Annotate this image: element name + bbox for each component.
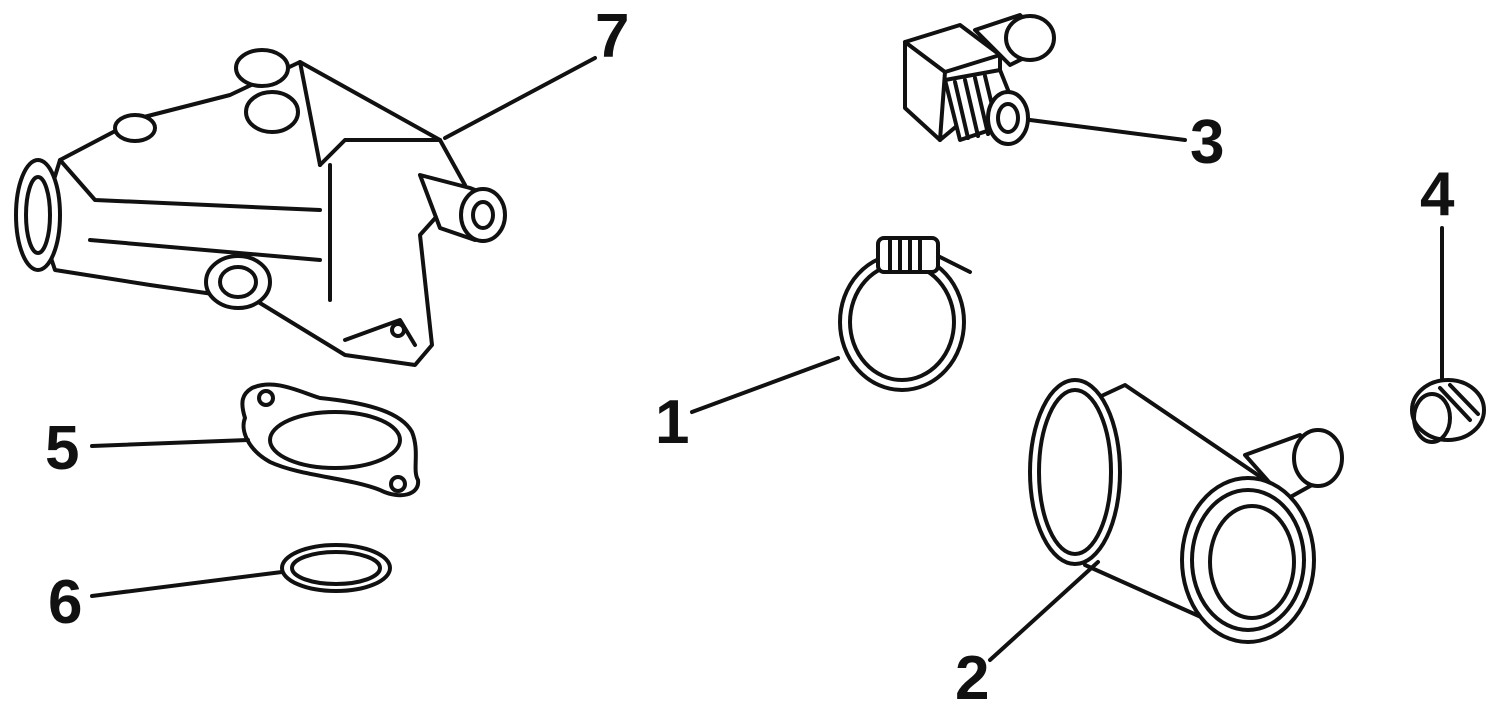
leader-line-7 <box>443 56 597 140</box>
thermostat-housing <box>14 48 507 367</box>
o-ring <box>280 543 392 593</box>
gasket <box>240 382 421 498</box>
callout-6: 6 <box>48 568 83 637</box>
callout-2: 2 <box>955 644 990 713</box>
leader-line-1 <box>690 356 840 414</box>
hose-clamp <box>838 236 972 392</box>
callout-1: 1 <box>655 388 690 457</box>
callout-5: 5 <box>45 414 80 483</box>
leader-line-6 <box>90 570 284 598</box>
leader-line-2 <box>988 560 1100 662</box>
leader-line-5 <box>90 438 250 448</box>
callout-4: 4 <box>1420 160 1455 229</box>
leader-line-3 <box>1028 118 1187 142</box>
outlet-tee <box>1028 378 1344 644</box>
callout-3: 3 <box>1190 108 1225 177</box>
small-clamp <box>1410 378 1486 444</box>
elbow-fitting <box>903 13 1056 146</box>
callout-7: 7 <box>595 2 630 71</box>
